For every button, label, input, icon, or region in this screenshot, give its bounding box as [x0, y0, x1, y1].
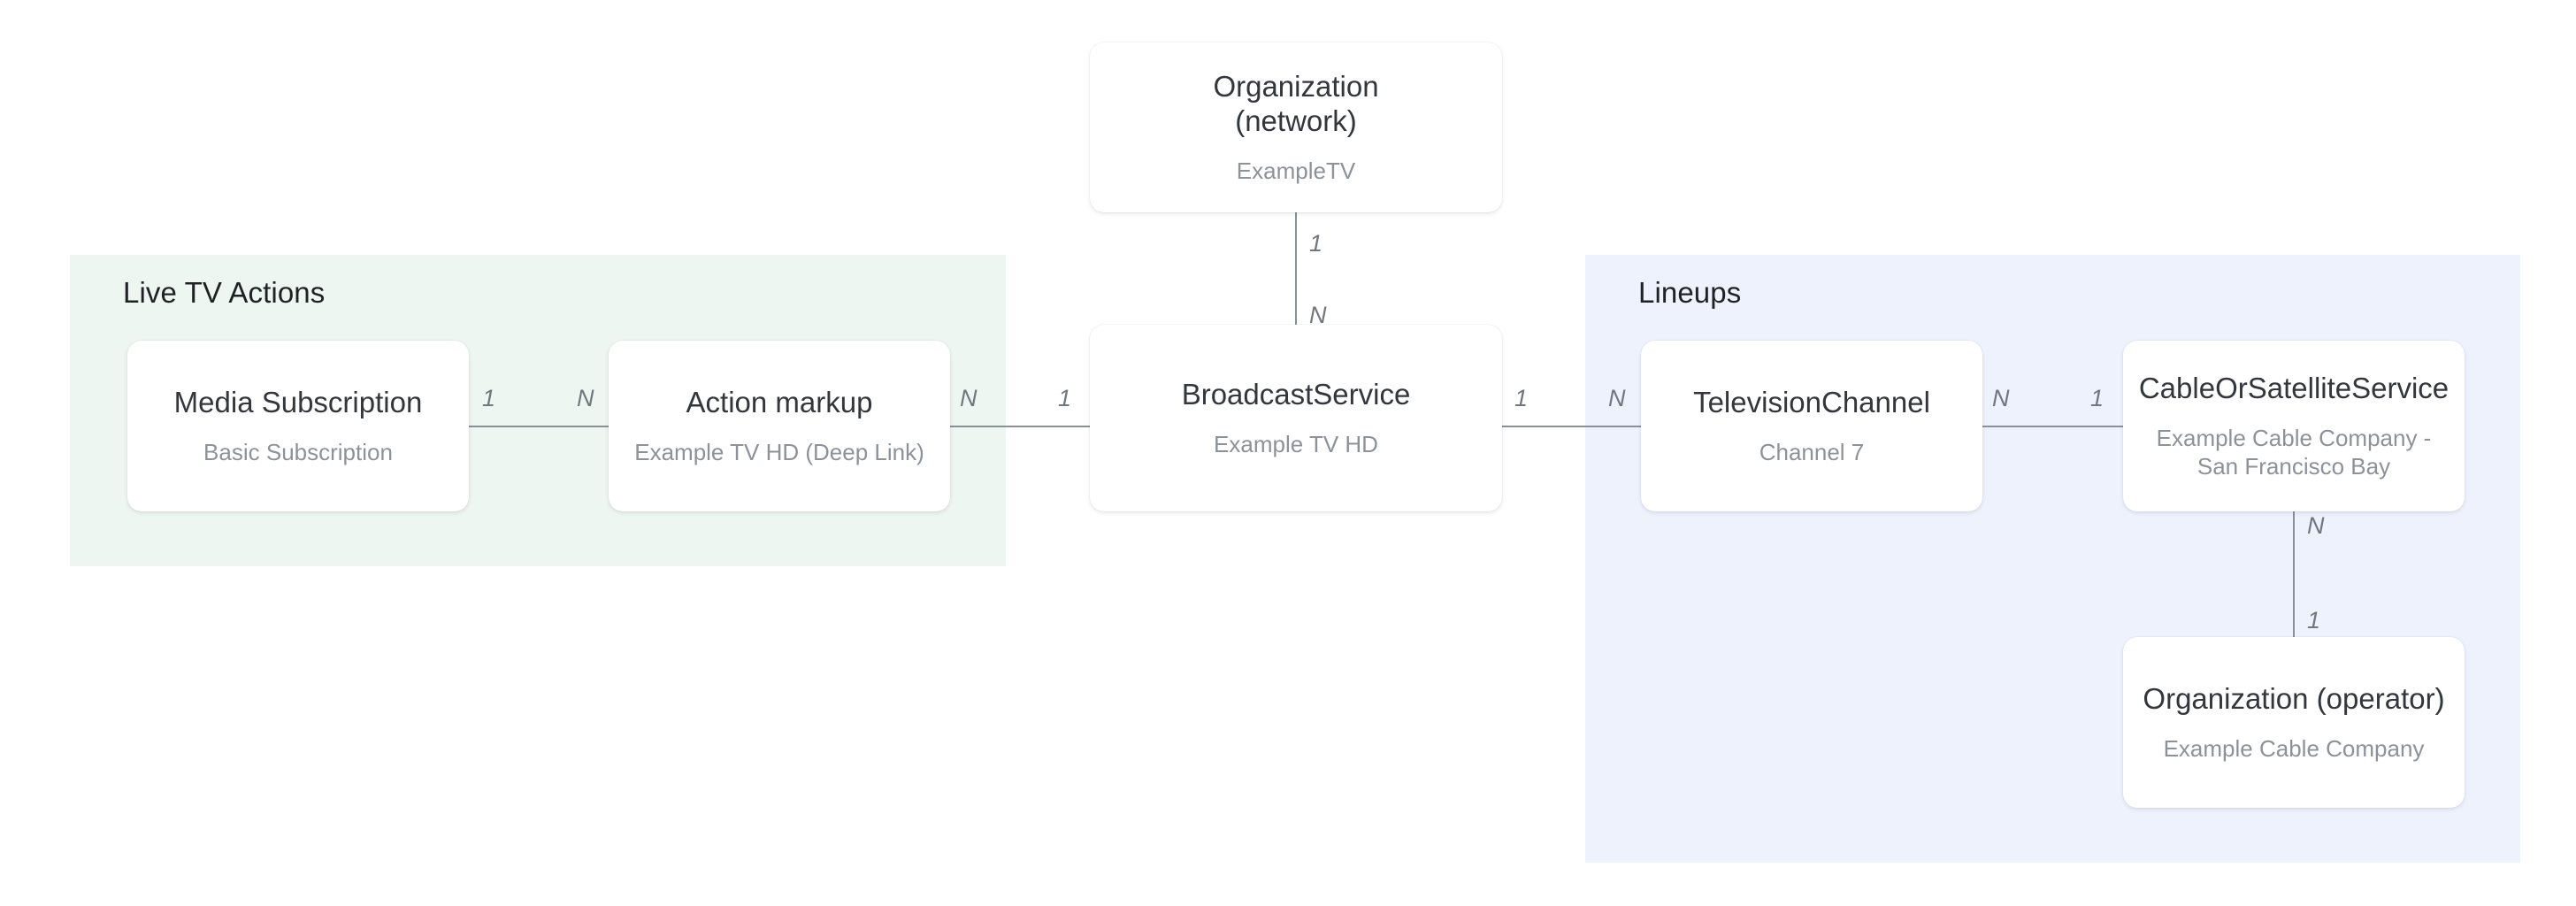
edge-target-cardinality-edge-broadcast-service-to-television-channel: N — [1608, 385, 1626, 411]
node-title-organization-operator: Organization (operator) — [2143, 681, 2445, 715]
node-subtitle-media-subscription: Basic Subscription — [203, 438, 393, 465]
edge-source-cardinality-edge-broadcast-service-to-television-channel: 1 — [1514, 385, 1529, 411]
edge-target-cardinality-edge-television-channel-to-cable-or-satellite-service: 1 — [2090, 385, 2104, 411]
edge-line-edge-television-channel-to-cable-or-satellite-service — [1982, 426, 2123, 427]
node-organization-operator[interactable]: Organization (operator) Example Cable Com… — [2123, 637, 2465, 808]
node-subtitle-action-markup: Example TV HD (Deep Link) — [634, 438, 924, 465]
group-title-live-tv-actions: Live TV Actions — [123, 276, 326, 309]
edge-source-cardinality-edge-media-subscription-to-action-markup: 1 — [482, 385, 496, 411]
edge-source-cardinality-edge-television-channel-to-cable-or-satellite-service: N — [1992, 385, 2010, 411]
edge-source-cardinality-edge-organization-network-to-broadcast-service: 1 — [1309, 230, 1323, 257]
edge-target-cardinality-edge-action-markup-to-broadcast-service: 1 — [1058, 385, 1072, 411]
edge-line-edge-broadcast-service-to-television-channel — [1502, 426, 1641, 427]
edge-line-edge-media-subscription-to-action-markup — [469, 426, 609, 427]
node-organization-network[interactable]: Organization (network) ExampleTV — [1090, 42, 1502, 212]
node-subtitle-organization-operator: Example Cable Company — [2163, 734, 2425, 762]
edge-target-cardinality-edge-cable-or-satellite-service-to-organization-operator: 1 — [2307, 607, 2321, 633]
node-title-cable-or-satellite-service: CableOrSatelliteService — [2138, 371, 2450, 404]
edge-line-edge-action-markup-to-broadcast-service — [950, 426, 1090, 427]
node-subtitle-organization-network: ExampleTV — [1236, 157, 1356, 184]
edge-source-cardinality-edge-action-markup-to-broadcast-service: N — [960, 385, 978, 411]
node-subtitle-television-channel: Channel 7 — [1759, 438, 1865, 465]
edge-target-cardinality-edge-organization-network-to-broadcast-service: N — [1309, 302, 1327, 328]
edge-line-edge-cable-or-satellite-service-to-organization-operator — [2293, 511, 2295, 637]
node-title-television-channel: TelevisionChannel — [1693, 385, 1930, 418]
node-subtitle-broadcast-service: Example TV HD — [1214, 430, 1378, 457]
edge-source-cardinality-edge-cable-or-satellite-service-to-organization-operator: N — [2307, 512, 2325, 539]
edge-line-edge-organization-network-to-broadcast-service — [1295, 212, 1297, 325]
node-title-action-markup: Action markup — [686, 385, 873, 418]
edge-target-cardinality-edge-media-subscription-to-action-markup: N — [577, 385, 594, 411]
node-title-broadcast-service: BroadcastService — [1181, 377, 1411, 411]
group-title-lineups: Lineups — [1638, 276, 1742, 309]
node-title-organization-network: Organization (network) — [1213, 69, 1379, 137]
node-subtitle-cable-or-satellite-service: Example Cable Company - San Francisco Ba… — [2156, 424, 2432, 480]
node-title-media-subscription: Media Subscription — [173, 385, 423, 418]
